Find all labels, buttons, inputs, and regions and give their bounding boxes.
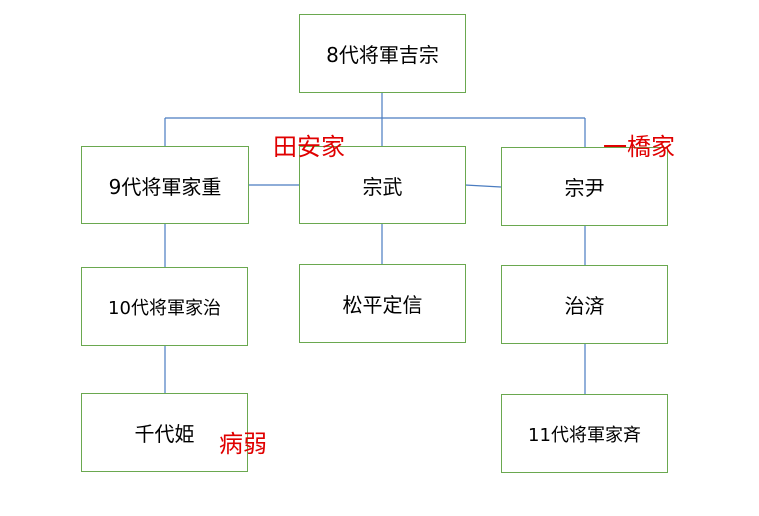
node-ieshige: 9代将軍家重 (81, 146, 249, 224)
node-matsudaira: 松平定信 (299, 264, 466, 343)
node-chiyohime: 千代姫 (81, 393, 248, 472)
node-label: 8代将軍吉宗 (326, 43, 439, 67)
node-munetada: 宗尹 (501, 147, 668, 226)
line-munetake-munetada (464, 184, 502, 188)
annotation-hitotsubashi: 一橋家 (603, 133, 675, 161)
annotation-tayasu: 田安家 (273, 133, 345, 161)
node-label: 9代将軍家重 (108, 174, 222, 199)
node-ieharu: 10代将軍家治 (81, 267, 248, 346)
node-label: 宗尹 (564, 176, 605, 200)
node-label: 千代姫 (134, 422, 195, 446)
node-harusada: 治済 (501, 265, 668, 344)
node-yoshimune: 8代将軍吉宗 (299, 14, 466, 93)
node-label: 11代将軍家斉 (528, 424, 641, 446)
node-label: 10代将軍家治 (108, 297, 221, 319)
node-label: 治済 (564, 294, 605, 318)
node-label: 宗武 (362, 174, 403, 199)
node-munetake: 宗武 (299, 146, 466, 224)
annotation-sickly: 病弱 (219, 430, 267, 458)
node-ienari: 11代将軍家斉 (501, 394, 668, 473)
node-label: 松平定信 (342, 293, 423, 317)
